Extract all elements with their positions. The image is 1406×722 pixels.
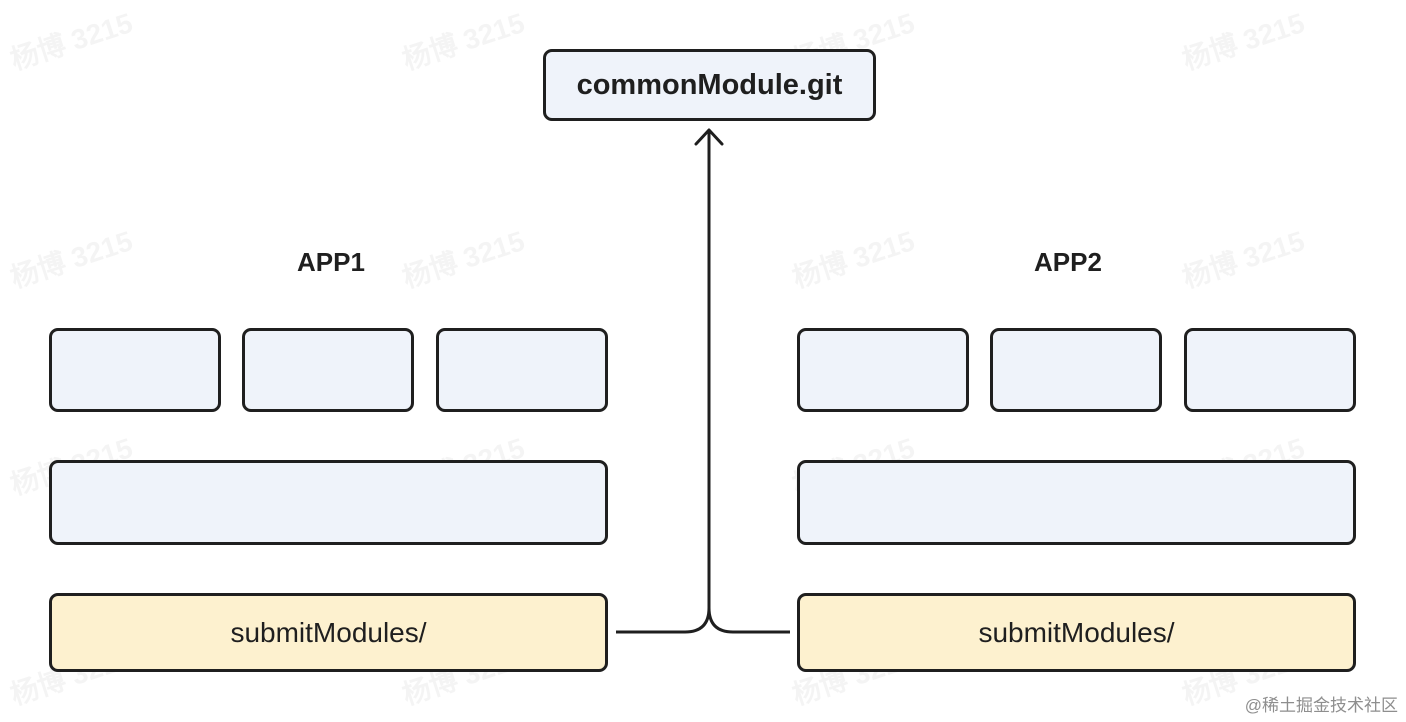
app1-title: APP1 (297, 247, 365, 277)
connector-line-app2 (707, 607, 790, 634)
app2-title: APP2 (1034, 247, 1102, 277)
app1-module-block (49, 328, 221, 412)
app2-module-block (1184, 328, 1356, 412)
app1-submodule-box: submitModules/ (49, 593, 608, 672)
app1-module-block (242, 328, 414, 412)
common-module-repo: commonModule.git (543, 49, 876, 121)
connector-line-app1 (616, 607, 711, 634)
arrow-head-icon (694, 128, 724, 146)
app1-layer-block (49, 460, 608, 545)
app2-layer-block (797, 460, 1356, 545)
app2-module-block (990, 328, 1162, 412)
source-credit: @稀土掘金技术社区 (1244, 696, 1398, 715)
app2-submodule-box: submitModules/ (797, 593, 1356, 672)
app1-module-block (436, 328, 608, 412)
app2-module-block (797, 328, 969, 412)
